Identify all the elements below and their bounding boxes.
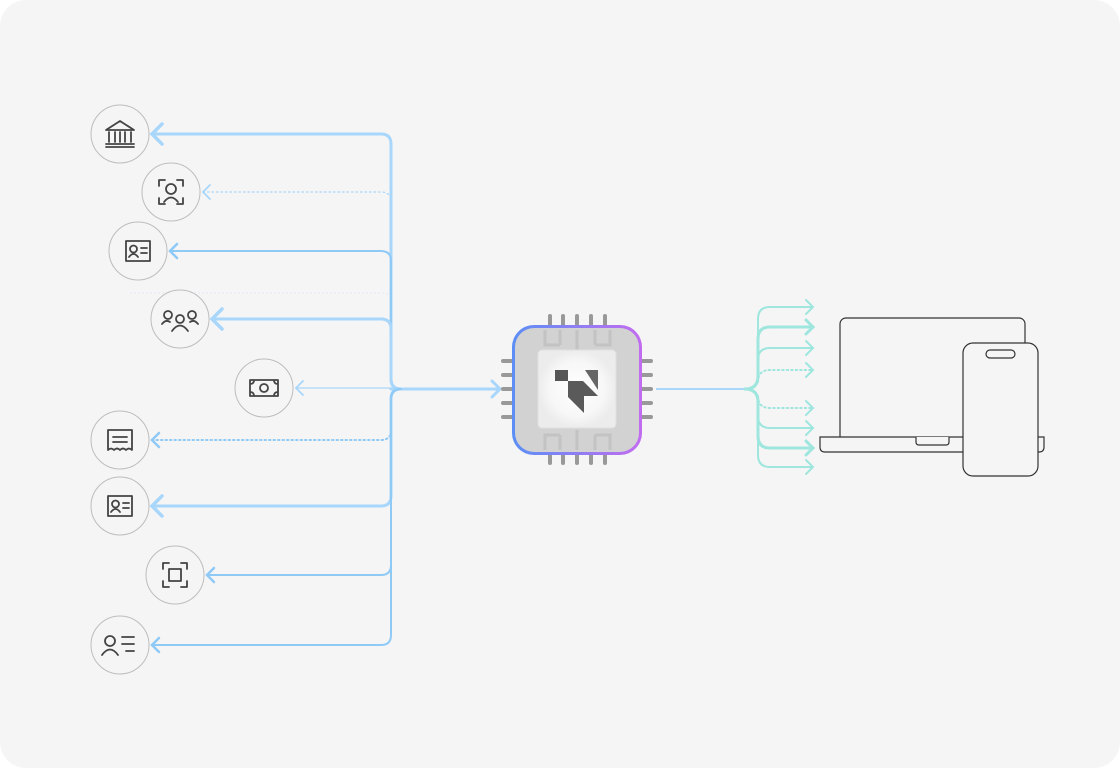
arrowhead	[150, 636, 161, 654]
node-circle	[108, 221, 168, 281]
source-node[interactable]	[234, 358, 294, 418]
output-connector	[744, 388, 814, 468]
source-connectors	[130, 122, 503, 654]
arrowhead	[805, 340, 815, 356]
node-circle	[90, 410, 150, 470]
source-node[interactable]	[90, 104, 150, 164]
arrowhead	[201, 184, 211, 200]
output-connectors	[656, 299, 816, 475]
chip-icon	[501, 314, 653, 465]
arrowhead	[168, 242, 179, 260]
source-connector	[206, 388, 402, 576]
group-icon	[161, 310, 199, 332]
source-node[interactable]	[145, 545, 205, 605]
bank-icon	[105, 120, 135, 148]
source-nodes	[90, 104, 294, 675]
source-node[interactable]	[141, 162, 201, 222]
trunk-connector	[389, 379, 503, 399]
smartphone-icon	[962, 342, 1039, 477]
arrowhead	[149, 122, 164, 146]
output-connector	[743, 325, 815, 391]
brand-logo-icon	[555, 370, 598, 413]
node-circle	[90, 476, 150, 536]
arrowhead	[805, 299, 815, 315]
arrowhead	[209, 307, 224, 331]
source-node[interactable]	[90, 476, 150, 536]
node-circle	[145, 545, 205, 605]
node-circle	[90, 615, 150, 675]
output-connector	[744, 369, 814, 390]
arrowhead	[805, 459, 815, 475]
receipt-icon	[107, 429, 133, 451]
source-connector	[210, 317, 403, 391]
source-connector	[151, 388, 402, 646]
source-connector	[202, 191, 402, 390]
source-node[interactable]	[90, 410, 150, 470]
arrowhead	[150, 431, 161, 449]
node-circle	[150, 289, 210, 349]
face-scan-icon	[158, 179, 184, 205]
output-connector	[743, 387, 815, 450]
arrowhead	[205, 566, 216, 584]
user-list-icon	[101, 635, 135, 656]
banknote-icon	[249, 379, 279, 397]
arrowhead	[804, 439, 816, 457]
arrowhead	[805, 420, 815, 436]
id-card-icon	[125, 240, 151, 262]
document-scan-icon	[162, 562, 188, 588]
source-node[interactable]	[90, 615, 150, 675]
source-node[interactable]	[150, 289, 210, 349]
arrowhead	[294, 380, 304, 396]
node-circle	[234, 358, 294, 418]
node-circle	[141, 162, 201, 222]
arrowhead	[149, 494, 164, 518]
arrowhead	[804, 318, 816, 336]
arrowhead	[805, 362, 815, 378]
arrowhead	[805, 400, 815, 416]
output-connector	[744, 347, 814, 390]
source-node[interactable]	[108, 221, 168, 281]
id-card-icon	[107, 495, 133, 517]
